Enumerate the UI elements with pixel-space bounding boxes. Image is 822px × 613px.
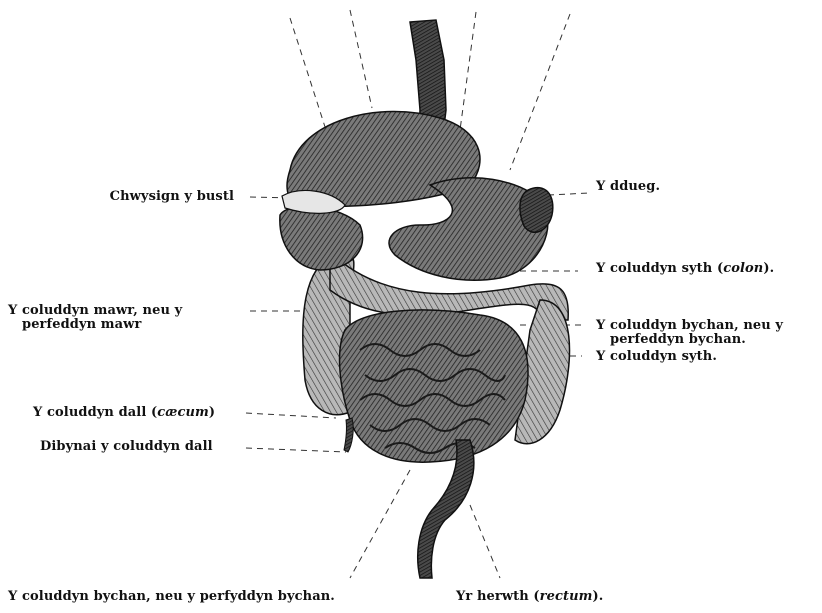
label-caecum: Y coluddyn dall (cæcum) [33,406,215,420]
label-small-intestine-bottom: Y coluddyn bychan, neu y perfyddyn bycha… [8,590,335,604]
leader-caecum [246,413,336,418]
leader-spleen [548,193,590,195]
liver-lower [280,206,363,270]
leader-appendix [246,448,346,452]
label-rectum: Yr herwth (rectum). [456,590,603,604]
leader-bottom-right [470,505,500,578]
label-large-intestine: Y coluddyn mawr, neu y perfeddyn mawr [8,304,182,332]
label-appendix: Dibynai y coluddyn dall [40,440,213,454]
leader-bottom-left [350,470,410,578]
label-straight-intestine: Y coluddyn syth. [596,350,717,364]
leader-top-1 [290,18,326,130]
leader-top-2 [350,10,372,108]
label-gall-bladder: Chwysign y bustl [60,190,234,204]
spleen [520,188,553,233]
appendix [344,418,353,452]
label-small-intestine-right: Y coluddyn bychan, neu y perfeddyn bycha… [596,319,783,347]
label-spleen: Y ddueg. [596,180,660,194]
leader-top-3 [460,12,476,130]
small-intestine [340,310,528,462]
label-colon: Y coluddyn syth (colon). [596,262,774,276]
leader-top-4 [510,14,570,170]
